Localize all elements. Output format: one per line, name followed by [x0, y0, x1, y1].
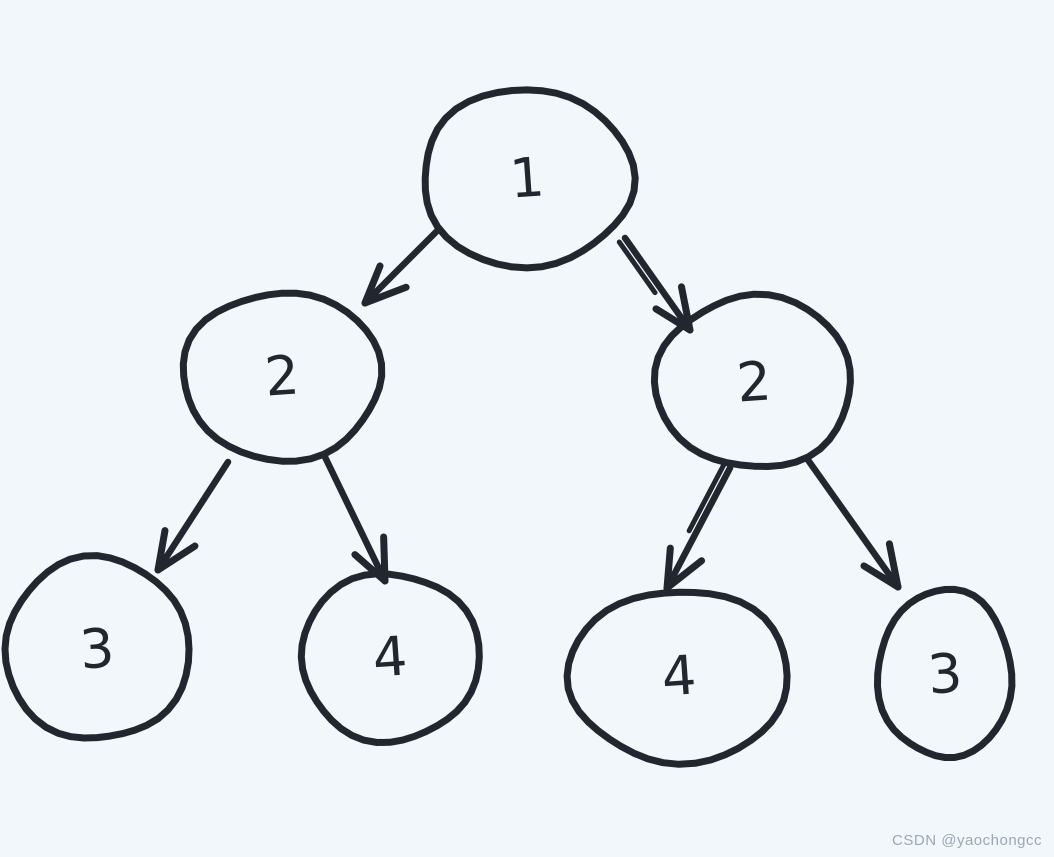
edge-root-to-left-2 [361, 226, 442, 307]
edge-left-2-to-left-4 [321, 453, 389, 585]
arrowhead-barb [663, 557, 706, 592]
edge-right-2-to-right-3 [804, 456, 902, 591]
node-label-left-4: 4 [371, 624, 410, 689]
arrowhead-barb [860, 562, 902, 591]
tree-node-right-4: 4 [563, 588, 791, 768]
arrowhead-barb [154, 527, 169, 574]
node-circle-right-2 [650, 290, 854, 470]
tree-node-left-4: 4 [297, 570, 483, 746]
edge-line-retrace [686, 462, 727, 534]
node-circle-left-4 [297, 570, 483, 746]
node-label-left-3: 3 [78, 616, 117, 681]
edge-line [154, 458, 232, 574]
node-label-right-3: 3 [926, 641, 965, 706]
tree-node-left-3: 3 [1, 552, 193, 742]
node-label-right-4: 4 [660, 643, 699, 708]
edge-line [621, 234, 694, 334]
tree-node-left-2: 2 [179, 289, 386, 465]
tree-node-right-3: 3 [874, 585, 1016, 761]
edge-right-2-to-right-4 [663, 462, 734, 592]
node-circle-left-3 [1, 552, 193, 742]
tree-node-right-2: 2 [650, 290, 854, 470]
node-circle-left-2 [179, 289, 386, 465]
edge-line [804, 456, 902, 591]
edge-line [321, 453, 389, 585]
edge-line [663, 464, 734, 592]
node-label-left-2: 2 [263, 343, 302, 408]
node-label-root: 1 [508, 145, 547, 210]
edge-line-retrace [616, 239, 658, 296]
arrowhead-barb [663, 544, 674, 592]
tree-node-root: 1 [421, 86, 639, 272]
node-label-right-2: 2 [735, 349, 774, 414]
arrowhead-barb [361, 262, 384, 307]
node-circle-right-4 [563, 588, 791, 768]
watermark: CSDN @yaochongcc [892, 832, 1042, 849]
node-circle-root [421, 86, 639, 272]
node-circle-right-3 [874, 585, 1016, 761]
arrowhead-barb [361, 283, 410, 307]
edge-root-to-right-2 [616, 234, 694, 334]
edge-line [361, 226, 442, 307]
arrowhead-barb [885, 540, 902, 591]
arrowhead-barb [154, 542, 199, 574]
edge-left-2-to-left-3 [154, 458, 232, 574]
